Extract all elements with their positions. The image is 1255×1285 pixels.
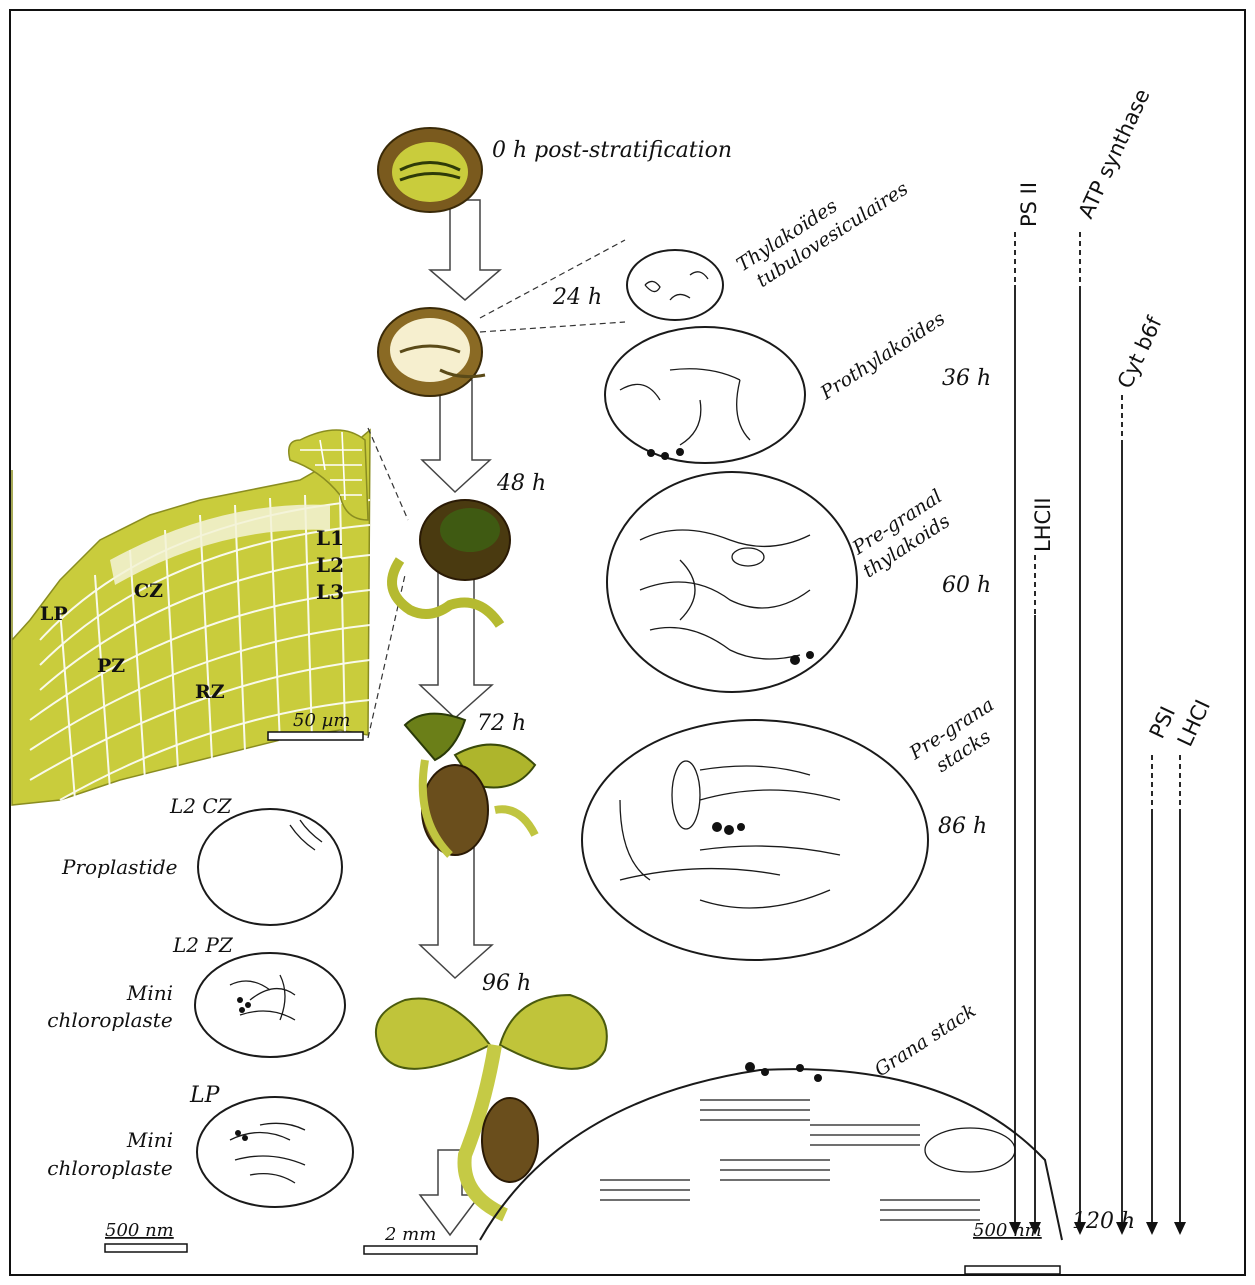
leaf-primordium-label: LP bbox=[40, 603, 68, 625]
scale-left-bar bbox=[105, 1244, 187, 1252]
central-zone-label: CZ bbox=[134, 580, 163, 602]
psii-label: PS II bbox=[1017, 182, 1041, 227]
timepoint-36h: 36 h bbox=[942, 366, 991, 391]
mini-chloroplaste-2-line1: Mini bbox=[126, 1128, 173, 1152]
pregrana-stack-plastid-drawing bbox=[582, 720, 928, 960]
mini-chloroplast-1-drawing bbox=[195, 953, 345, 1057]
l2-pz-label: L2 PZ bbox=[172, 933, 234, 957]
timepoint-24h: 24 h bbox=[552, 285, 602, 310]
grana-chloroplast-drawing bbox=[480, 1069, 1062, 1240]
lhcii-label: LHCII bbox=[1031, 497, 1055, 552]
seed-0h bbox=[378, 128, 482, 212]
timepoint-72h: 72 h bbox=[477, 711, 526, 736]
lp-plastid-label: LP bbox=[189, 1083, 221, 1108]
etioplast-24h-drawing bbox=[627, 250, 723, 320]
peripheral-zone-label: PZ bbox=[97, 655, 125, 677]
scale-right-bar bbox=[965, 1266, 1060, 1274]
prothylakoides-label: Prothylakoïdes bbox=[816, 307, 949, 404]
pregranal-plastid-drawing bbox=[607, 472, 857, 692]
rib-zone-label: RZ bbox=[195, 681, 225, 703]
prothylakoid-plastid-drawing bbox=[605, 327, 805, 463]
mini-chloroplast-2-drawing bbox=[197, 1097, 353, 1207]
timepoint-0h: 0 h post-stratification bbox=[492, 138, 732, 163]
seedling-96h bbox=[376, 995, 607, 1215]
layer-l3-label: L3 bbox=[316, 580, 344, 604]
seedling-48h bbox=[392, 500, 510, 625]
scale-left-label: 500 nm bbox=[105, 1220, 174, 1241]
timepoint-86h: 86 h bbox=[938, 814, 987, 839]
atp-synthase-label: ATP synthase bbox=[1074, 85, 1155, 222]
meristem-scale-bar bbox=[268, 732, 363, 740]
mini-chloroplaste-2-line2: chloroplaste bbox=[47, 1156, 172, 1180]
meristem-scale-label: 50 µm bbox=[293, 710, 350, 731]
grana-stack-label: Grana stack bbox=[871, 1000, 980, 1082]
scale-middle-label: 2 mm bbox=[384, 1224, 436, 1245]
mini-chloroplaste-1-line1: Mini bbox=[126, 981, 173, 1005]
l2-cz-label: L2 CZ bbox=[169, 794, 233, 818]
proplastide-label: Proplastide bbox=[61, 855, 178, 879]
proplastid-drawing bbox=[198, 809, 342, 925]
lhci-label: LHCI bbox=[1173, 696, 1215, 750]
layer-l1-label: L1 bbox=[316, 526, 344, 550]
timepoint-120h: 120 h bbox=[1072, 1209, 1135, 1234]
shoot-apical-meristem bbox=[12, 428, 408, 805]
scale-middle-bar bbox=[364, 1246, 477, 1254]
timepoint-60h: 60 h bbox=[942, 573, 991, 598]
layer-l2-label: L2 bbox=[316, 553, 344, 577]
timepoint-48h: 48 h bbox=[496, 471, 546, 496]
timepoint-96h: 96 h bbox=[482, 971, 531, 996]
cyt-b6f-label: Cyt b6f bbox=[1113, 312, 1167, 392]
mini-chloroplaste-1-line2: chloroplaste bbox=[47, 1008, 172, 1032]
